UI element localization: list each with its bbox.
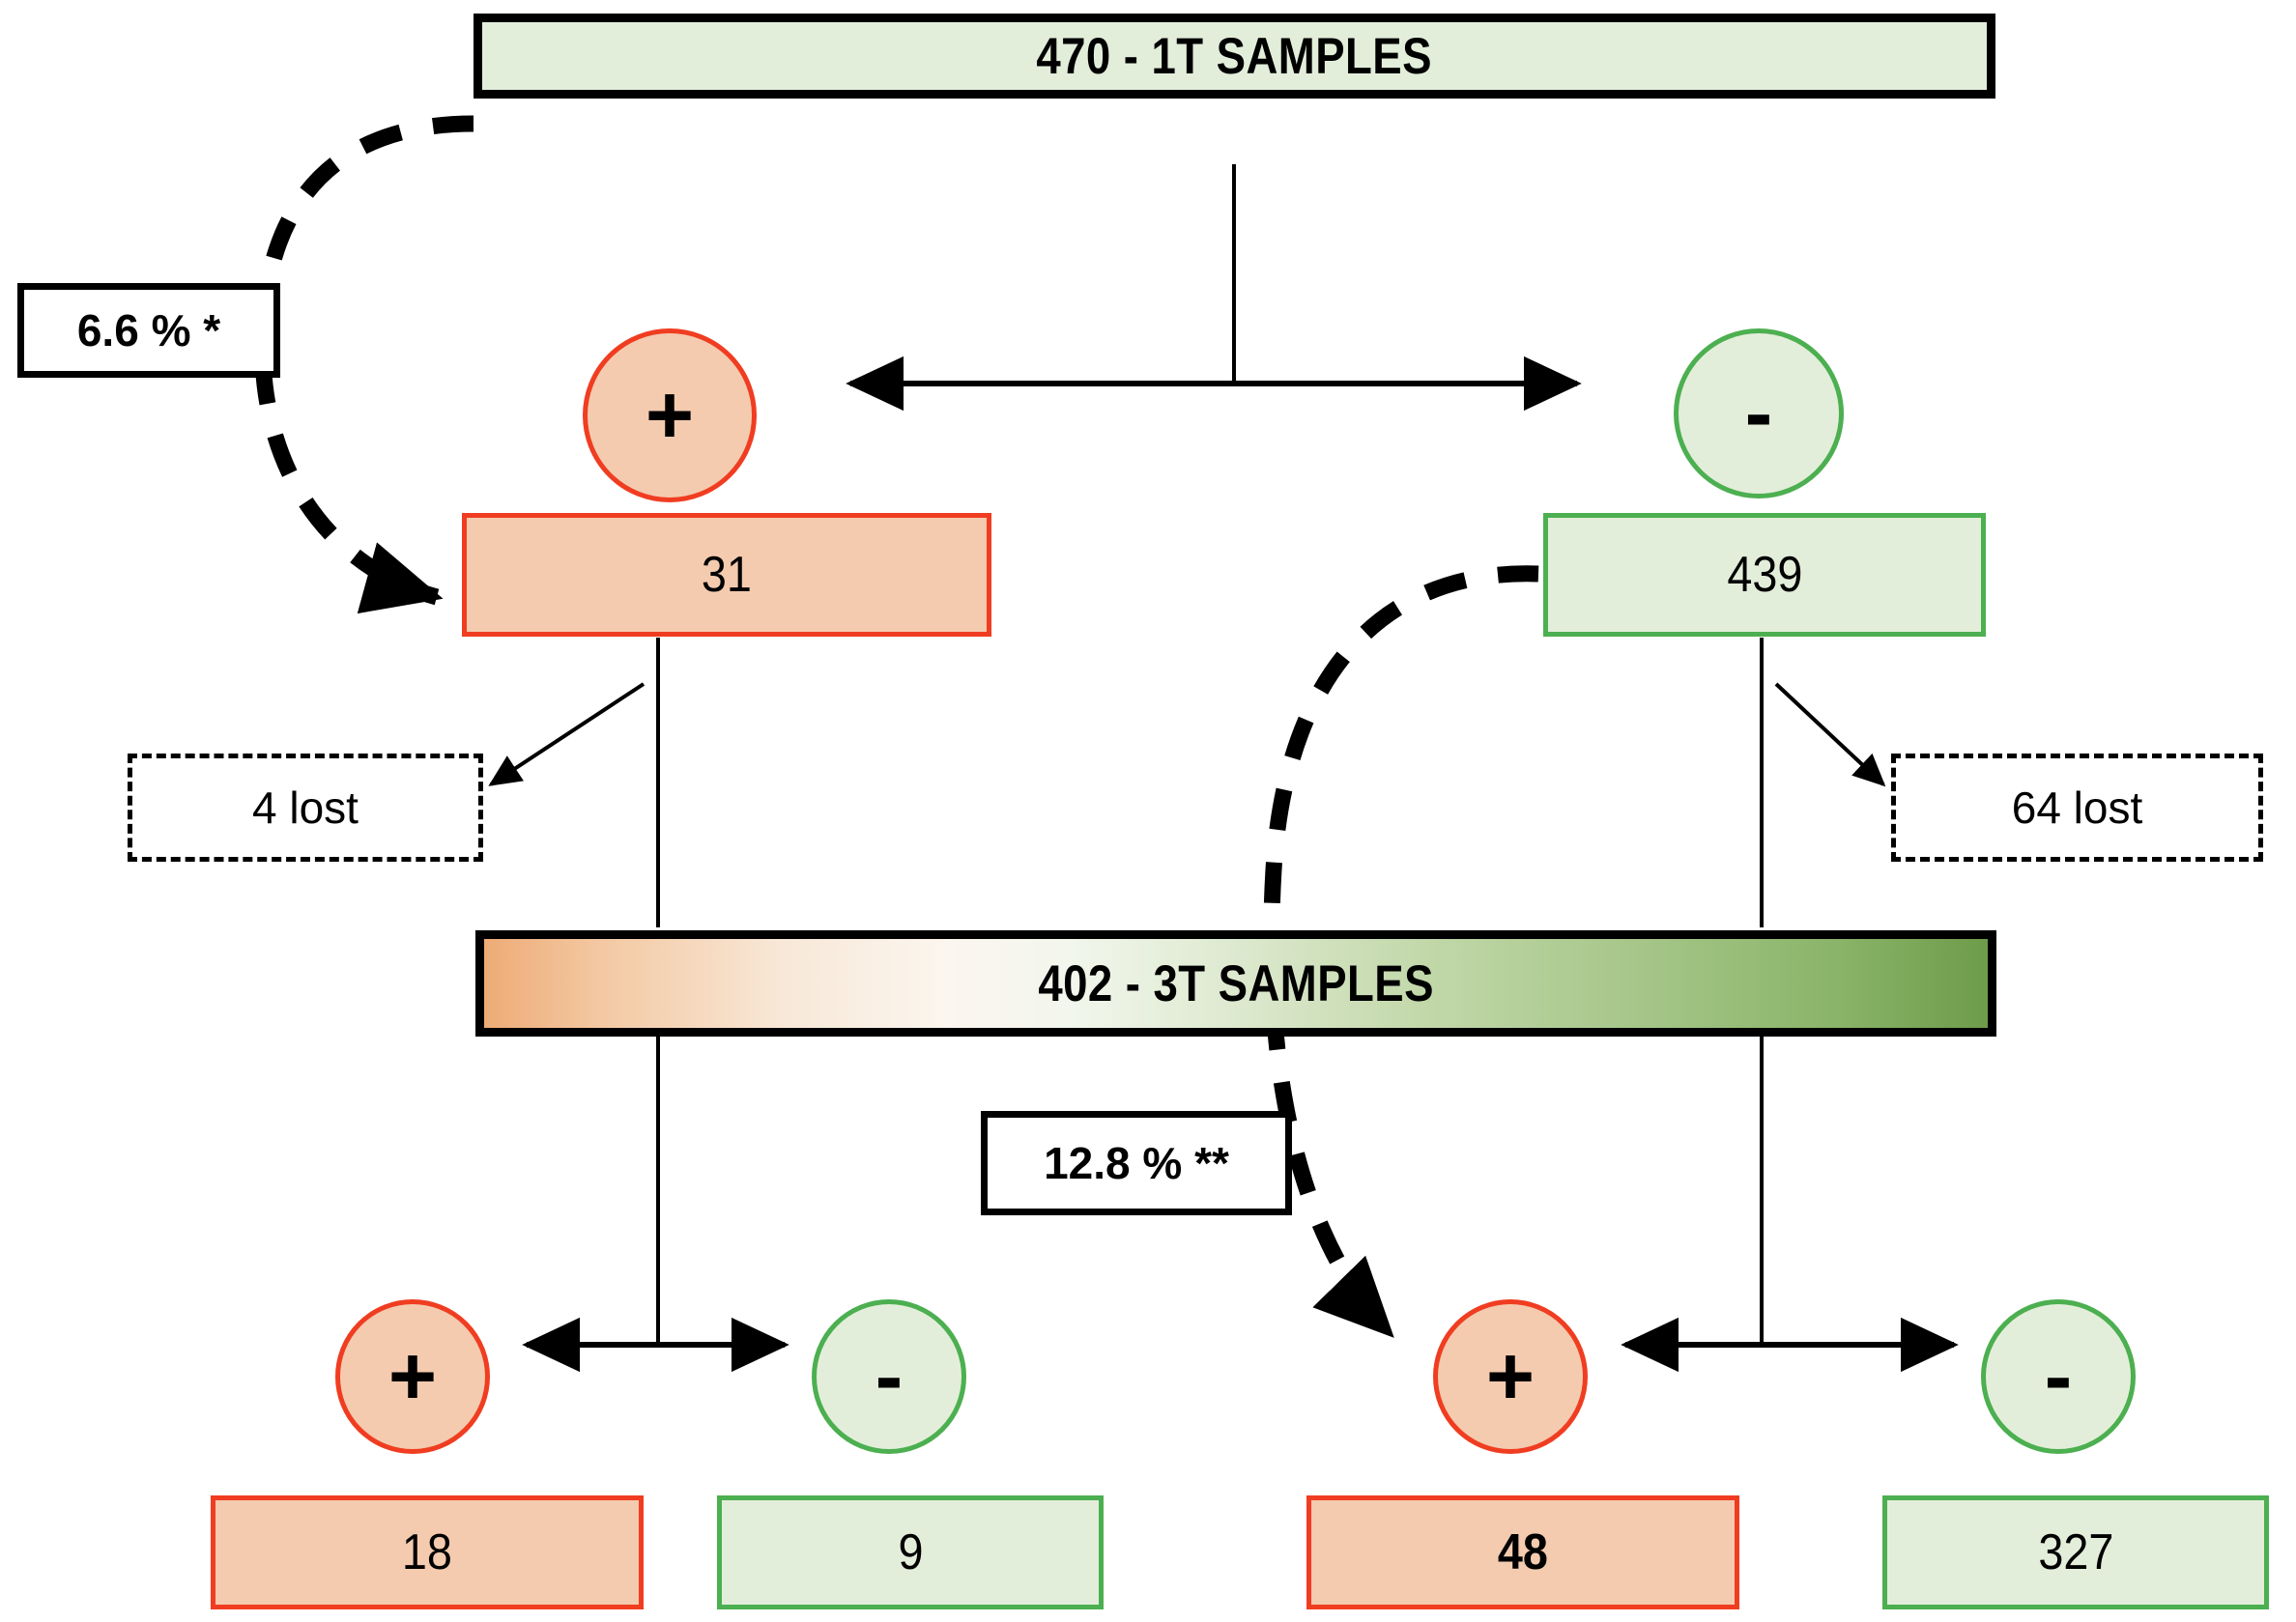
edge-1t-split	[846, 164, 1582, 412]
count-3t-right-negative-value: 327	[2037, 1524, 2114, 1580]
edge-3t-left-split	[522, 1037, 789, 1373]
lost-from-negative-1t: 64 lost	[1891, 754, 2263, 862]
edge-31-to-lost4	[488, 682, 646, 786]
minus-icon: -	[1744, 366, 1773, 460]
lost-from-positive-1t: 4 lost	[128, 754, 483, 862]
plus-icon: +	[1485, 1329, 1535, 1423]
circle-3t-left-negative: -	[812, 1299, 966, 1454]
header-3t-label: 402 - 3T SAMPLES	[1038, 954, 1434, 1012]
edge-439-to-lost64	[1774, 682, 1886, 787]
count-3t-right-positive-value: 48	[1497, 1524, 1549, 1580]
plus-icon: +	[645, 368, 695, 462]
count-3t-left-positive: 18	[211, 1495, 644, 1609]
circle-1t-negative: -	[1674, 328, 1844, 498]
circle-3t-left-positive: +	[335, 1299, 490, 1454]
header-1t-label: 470 - 1T SAMPLES	[1036, 27, 1433, 85]
minus-icon: -	[2044, 1329, 2073, 1423]
edge-3t-right-split	[1621, 1037, 1959, 1373]
minus-icon: -	[875, 1329, 904, 1423]
circle-3t-right-positive: +	[1433, 1299, 1588, 1454]
count-3t-left-negative: 9	[717, 1495, 1104, 1609]
count-3t-right-positive: 48	[1306, 1495, 1739, 1609]
count-1t-negative-value: 439	[1726, 547, 1803, 603]
count-1t-positive-value: 31	[701, 547, 753, 603]
count-3t-right-negative: 327	[1882, 1495, 2269, 1609]
seroconversion-3t-badge: 12.8 % **	[981, 1111, 1292, 1215]
circle-3t-right-negative: -	[1981, 1299, 2136, 1454]
header-1t-samples: 470 - 1T SAMPLES	[474, 14, 1995, 99]
circle-1t-positive: +	[583, 328, 757, 502]
header-3t-samples: 402 - 3T SAMPLES	[475, 930, 1996, 1037]
lost-from-positive-1t-label: 4 lost	[252, 783, 359, 833]
count-1t-negative: 439	[1543, 513, 1986, 637]
seroconversion-3t-value: 12.8 % **	[1044, 1138, 1229, 1188]
plus-icon: +	[387, 1329, 438, 1423]
count-3t-left-positive-value: 18	[401, 1524, 453, 1580]
lost-from-negative-1t-label: 64 lost	[2011, 783, 2143, 833]
prevalence-1t-value: 6.6 % *	[76, 305, 221, 356]
count-1t-positive: 31	[462, 513, 991, 637]
count-3t-left-negative-value: 9	[897, 1524, 924, 1580]
edge-prevalence-1t-dashed	[254, 115, 474, 614]
prevalence-1t-badge: 6.6 % *	[17, 283, 280, 378]
